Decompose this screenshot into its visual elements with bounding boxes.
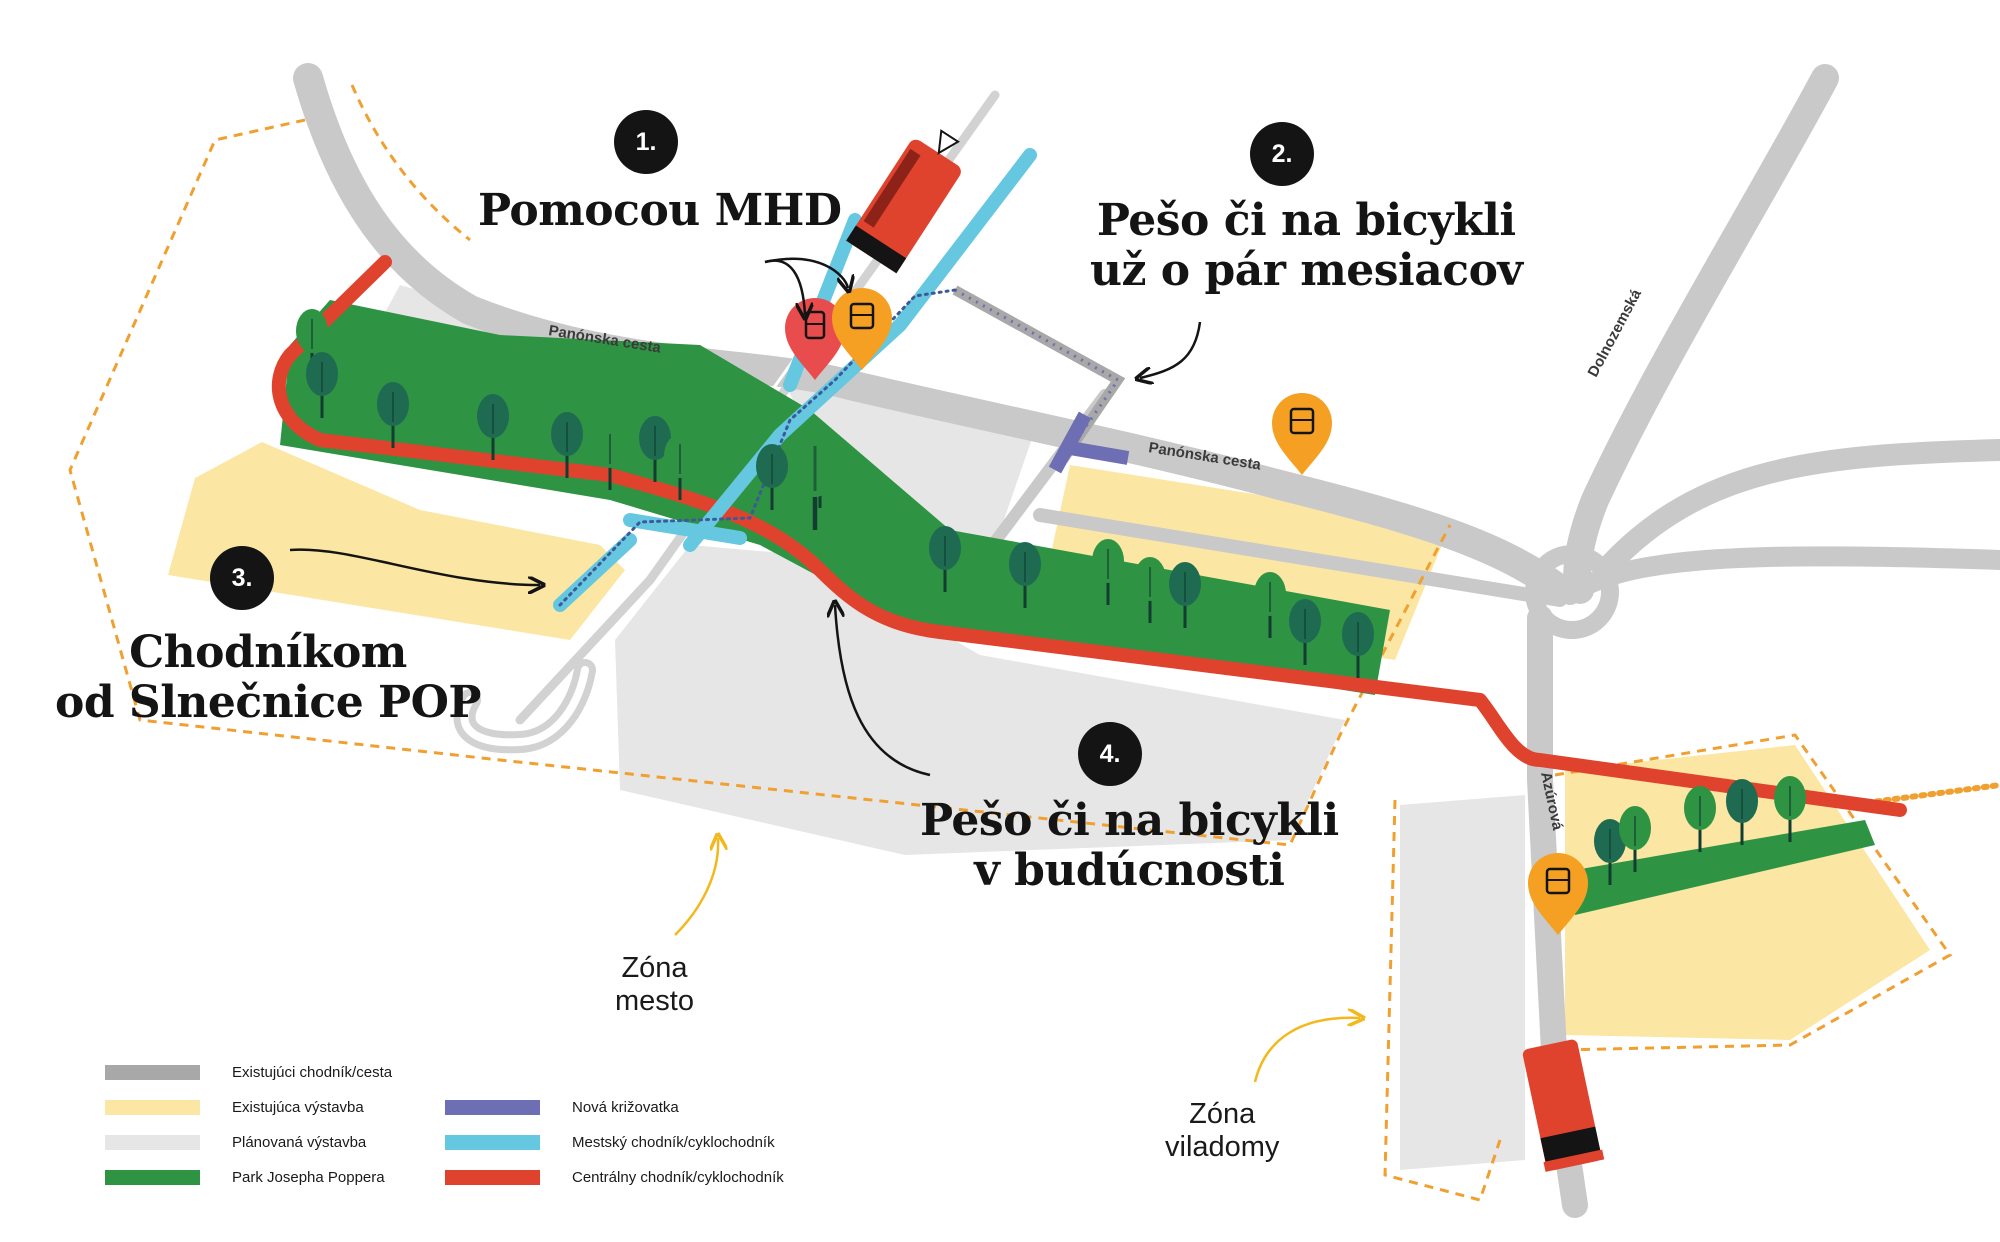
legend-item: Park Josepha Poppera — [105, 1167, 385, 1187]
zone-label-viladomy: Zóna viladomy — [1165, 1098, 1280, 1163]
zone-borders — [68, 84, 1953, 1202]
legend-swatch — [105, 1064, 200, 1080]
legend-label: Park Josepha Poppera — [232, 1168, 385, 1186]
zone-arrows — [674, 838, 1360, 1083]
legend-label: Plánovaná výstavba — [232, 1133, 367, 1151]
step-badge-2: 2. — [1250, 122, 1314, 186]
legend-label: Existujúca výstavba — [232, 1098, 364, 1116]
bus-vehicle-icon — [1522, 1039, 1605, 1172]
legend-label: Nová križovatka — [572, 1098, 679, 1116]
legend-swatch — [105, 1134, 200, 1150]
bus-stop-pin-icon — [832, 288, 892, 370]
legend-item: Existujúci chodník/cesta — [105, 1062, 392, 1082]
legend-swatch — [105, 1099, 200, 1115]
central-path — [271, 255, 1907, 817]
legend-swatch — [445, 1099, 540, 1115]
legend-item: Mestský chodník/cyklochodník — [445, 1132, 775, 1152]
new-crossing — [1048, 411, 1130, 474]
tram-vehicle-icon — [846, 129, 961, 274]
legend-label: Existujúci chodník/cesta — [232, 1063, 393, 1081]
legend-label: Centrálny chodník/cyklochodník — [572, 1168, 784, 1186]
step-2-title: Pešo či na bicykli už o pár mesiacov — [1090, 195, 1523, 296]
step-badge-4: 4. — [1078, 722, 1142, 786]
legend-item: Centrálny chodník/cyklochodník — [445, 1167, 784, 1187]
legend-item: Nová križovatka — [445, 1097, 679, 1117]
bus-stop-pin-icon — [1272, 393, 1332, 475]
annotation-arrows — [289, 257, 1202, 777]
step-3-title: Chodníkom od Slnečnice POP — [55, 627, 482, 728]
step-badge-1: 1. — [614, 110, 678, 174]
legend-item: Existujúca výstavba — [105, 1097, 364, 1117]
park-vila-strip — [1575, 820, 1875, 915]
legend-swatch — [445, 1134, 540, 1150]
street-label-dolnozemska: Dolnozemská — [1585, 286, 1646, 380]
legend-item: Plánovaná výstavba — [105, 1132, 366, 1152]
step-4-title: Pešo či na bicykli v budúcnosti — [920, 795, 1339, 896]
park-josepha-poppera — [280, 300, 1390, 695]
zone-label-mesto: Zóna mesto — [615, 952, 694, 1017]
legend-label: Mestský chodník/cyklochodník — [572, 1133, 775, 1151]
step-badge-3: 3. — [210, 546, 274, 610]
legend-swatch — [105, 1169, 200, 1185]
bus-stop-pin-icon — [1528, 853, 1588, 935]
step-1-title: Pomocou MHD — [478, 185, 842, 236]
legend-swatch — [445, 1169, 540, 1185]
